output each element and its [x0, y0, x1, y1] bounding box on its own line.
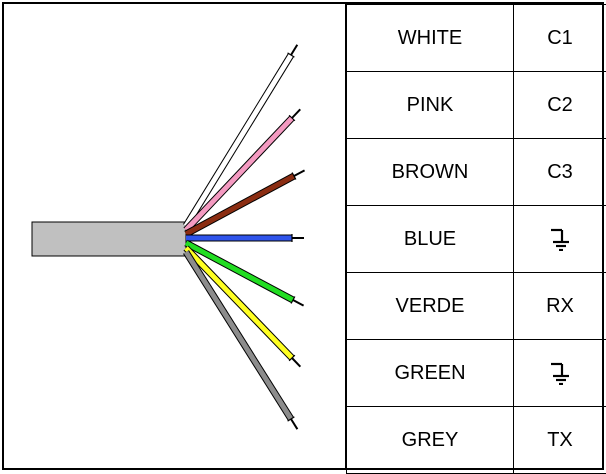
wire-blue [186, 234, 304, 242]
wire-color-label: GREY [347, 407, 514, 474]
wire-signal-label: C1 [514, 5, 606, 72]
wire-color-label: PINK [347, 72, 514, 139]
ground-icon [550, 227, 570, 251]
ground-icon [550, 361, 570, 385]
wire-signal-label: C2 [514, 72, 606, 139]
wire-white [186, 45, 297, 226]
wire-signal-label: TX [514, 407, 606, 474]
wire-signal-label: RX [514, 273, 606, 340]
ground-symbol-cell [514, 340, 606, 407]
cable-jacket [32, 222, 186, 256]
wire-signal-label: C3 [514, 139, 606, 206]
pinout-row: GREEN [347, 340, 606, 407]
wire-color-label: BROWN [347, 139, 514, 206]
ground-symbol-cell [514, 206, 606, 273]
wire-grey [186, 252, 297, 429]
wire-color-label: VERDE [347, 273, 514, 340]
wire-color-label: WHITE [347, 5, 514, 72]
wire-color-label: GREEN [347, 340, 514, 407]
pinout-row: BLUE [347, 206, 606, 273]
wire-color-label: BLUE [347, 206, 514, 273]
wires-group [186, 45, 305, 429]
